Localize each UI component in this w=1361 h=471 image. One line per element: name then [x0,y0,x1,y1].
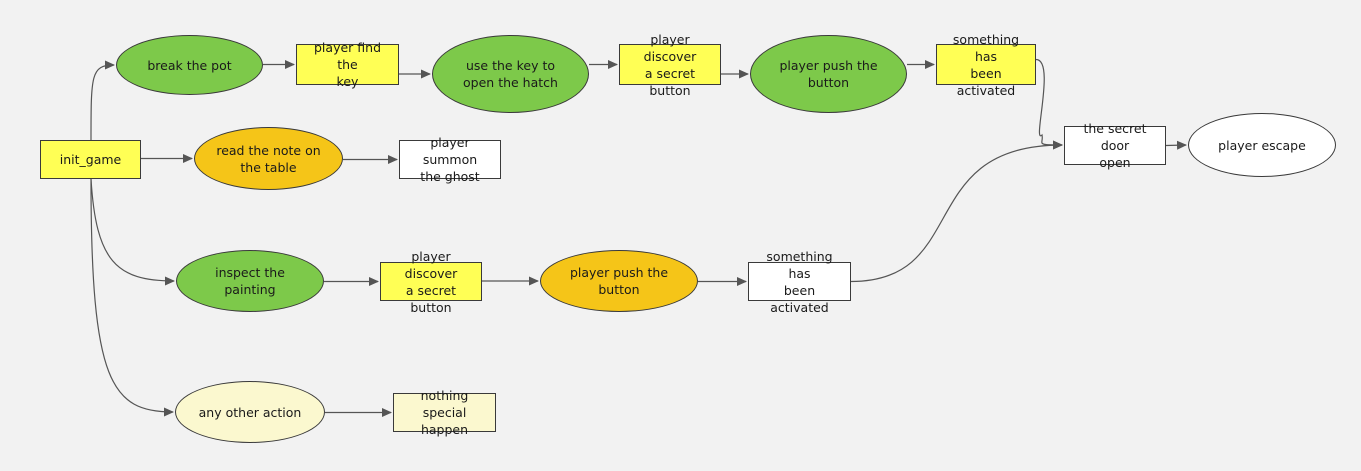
node-break-the-pot[interactable]: break the pot [116,35,263,95]
node-something-activated-bottom[interactable]: something has been activated [748,249,851,315]
node-any-other-action[interactable]: any other action [175,381,325,443]
node-player-push-button-bottom[interactable]: player push the button [540,250,698,312]
edge-activated_1-to-secret_door [1035,58,1063,150]
node-secret-door-open[interactable]: the secret door open [1064,121,1166,170]
node-read-the-note[interactable]: read the note on the table [194,127,343,190]
node-use-the-key[interactable]: use the key to open the hatch [432,35,589,113]
node-player-escape[interactable]: player escape [1188,113,1336,177]
node-player-discover-button-bottom[interactable]: player discover a secret button [380,249,482,315]
edge-init_game-to-other_action [90,178,174,417]
node-player-summon-ghost[interactable]: player summon the ghost [399,135,501,184]
node-player-push-button-top[interactable]: player push the button [750,35,907,113]
node-something-activated-top[interactable]: something has been activated [936,32,1036,98]
node-player-find-the-key[interactable]: player find the key [296,40,399,89]
edge-activated_2-to-secret_door [850,140,1063,283]
edge-secret_door-to-escape [1165,140,1187,150]
edge-init_game-to-break_pot [90,60,115,141]
node-nothing-special-happen[interactable]: nothing special happen [393,388,496,437]
node-inspect-the-painting[interactable]: inspect the painting [176,250,324,312]
node-init-game[interactable]: init_game [40,140,141,179]
node-player-discover-button-top[interactable]: player discover a secret button [619,32,721,98]
edge-init_game-to-inspect_painting [90,178,175,286]
